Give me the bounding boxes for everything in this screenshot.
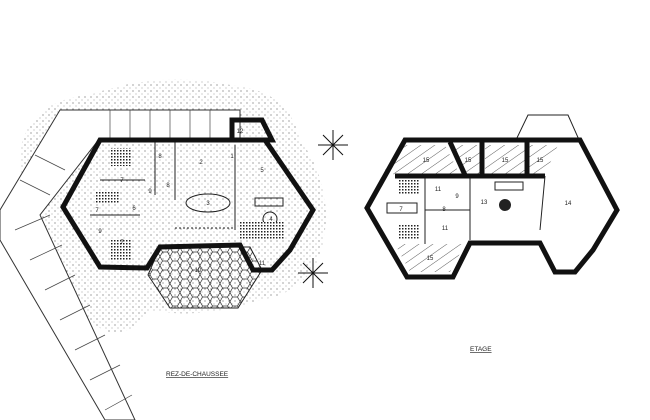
ground-floor-title: REZ-DE-CHAUSSEE: [166, 371, 229, 378]
room-label-3: 3: [206, 201, 210, 207]
shower: [398, 225, 420, 239]
roof-15-e: [395, 244, 465, 272]
upper-floor-outer-wall: [364, 137, 620, 280]
roof-15-a: [385, 145, 460, 175]
bed: [110, 148, 132, 166]
tree-icon: [298, 130, 348, 288]
room-label-8: 8: [158, 154, 162, 160]
ground-floor-plan: 12 1 2 3 4 5 6 7 7 7 8 8 9 9 10 11 REZ-D…: [0, 79, 348, 420]
room-label-13: 13: [481, 200, 488, 206]
room-label-7: 7: [399, 207, 403, 213]
room-label-15: 15: [427, 256, 434, 262]
room-label-1: 1: [230, 154, 234, 160]
upper-floor-title: ETAGE: [470, 346, 492, 353]
room-label-4: 4: [269, 217, 273, 223]
fireplace: [240, 222, 285, 240]
coffee-table: [499, 199, 511, 211]
room-label-9: 9: [148, 189, 152, 195]
terrace-10: [147, 246, 263, 309]
room-label-14: 14: [565, 201, 572, 207]
room-label-7: 7: [120, 240, 124, 246]
room-label-8: 8: [166, 183, 170, 189]
room-label-10: 10: [195, 268, 202, 274]
room-label-7: 7: [120, 178, 124, 184]
bed: [95, 192, 120, 204]
room-label-6: 6: [132, 206, 136, 212]
room-label-11: 11: [259, 261, 266, 267]
bed: [110, 240, 132, 260]
room-label-9: 9: [98, 229, 102, 235]
room-label-11: 11: [442, 226, 449, 232]
roof-15-c: [485, 145, 525, 175]
room-label-5: 5: [260, 168, 264, 174]
room-label-12: 12: [237, 129, 244, 135]
room-label-7: 7: [95, 208, 99, 214]
upper-floor-plan: 15 15 15 15 11 9 7 8 13 14 11 15 ETAGE: [364, 114, 620, 353]
roof-15-d: [528, 145, 558, 175]
room-label-15: 15: [465, 158, 472, 164]
shower: [398, 180, 420, 194]
room-label-2: 2: [199, 160, 203, 166]
room-label-8: 8: [442, 207, 446, 213]
room-label-15: 15: [502, 158, 509, 164]
room-label-15: 15: [537, 158, 544, 164]
room-label-15: 15: [423, 158, 430, 164]
room-label-9: 9: [455, 194, 459, 200]
room-label-11: 11: [435, 187, 442, 193]
garage-12-wall: [229, 117, 277, 143]
